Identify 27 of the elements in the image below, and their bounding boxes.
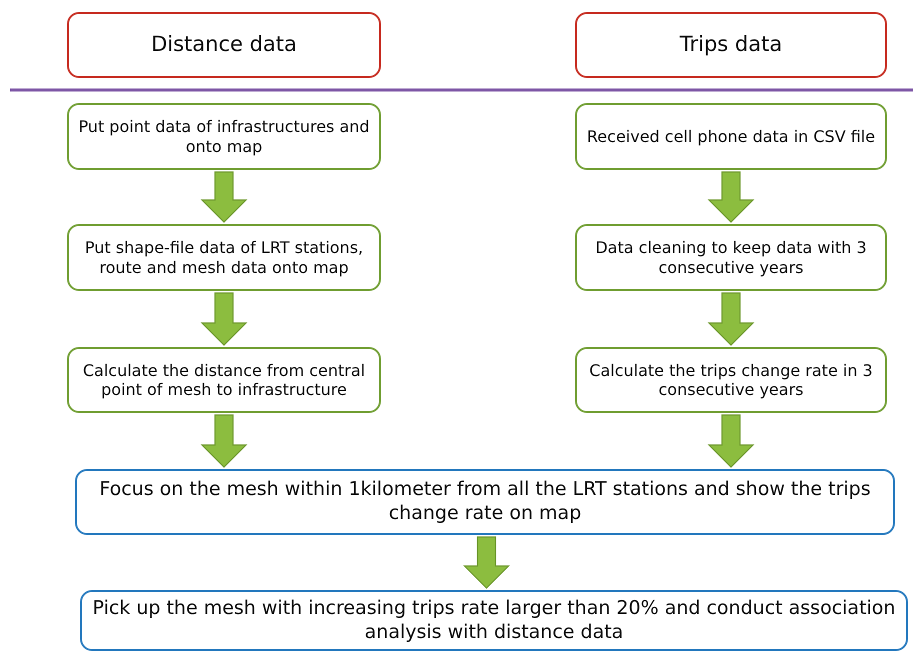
process-box <box>67 347 381 413</box>
block-arrow <box>708 292 754 346</box>
box-text: Calculate the trips change rate in 3 consecutive years <box>588 360 874 400</box>
process-box <box>75 469 895 535</box>
block-arrow <box>708 414 754 468</box>
box-text: Data cleaning to keep data with 3 consecutive years <box>594 238 868 277</box>
block-arrow <box>463 536 510 589</box>
block-arrow <box>200 171 248 223</box>
block-arrow <box>200 414 248 468</box>
process-box <box>575 347 887 413</box>
box-text: Focus on the mesh within 1kilometer from all the LRT stations and show the trips change rate on map <box>98 478 872 526</box>
header-box <box>67 12 381 78</box>
process-box <box>80 590 908 651</box>
box-text: Put shape-file data of LRT stations, route and mesh data onto map <box>84 238 364 277</box>
box-text: Received cell phone data in CSV file <box>586 126 876 146</box>
header-box <box>575 12 887 78</box>
box-text: Trips data <box>680 32 782 58</box>
process-box <box>67 103 381 170</box>
process-box <box>575 224 887 291</box>
box-text: Distance data <box>151 32 297 58</box>
block-arrow <box>200 292 248 346</box>
process-box <box>67 224 381 291</box>
block-arrow <box>708 171 754 223</box>
box-text: Pick up the mesh with increasing trips rate larger than 20% and conduct association analysis with distance data <box>92 596 896 644</box>
box-text: Calculate the distance from central point of mesh to infrastructure <box>82 360 366 400</box>
box-text: Put point data of infrastructures and onto map <box>77 117 371 156</box>
process-box <box>575 103 887 170</box>
